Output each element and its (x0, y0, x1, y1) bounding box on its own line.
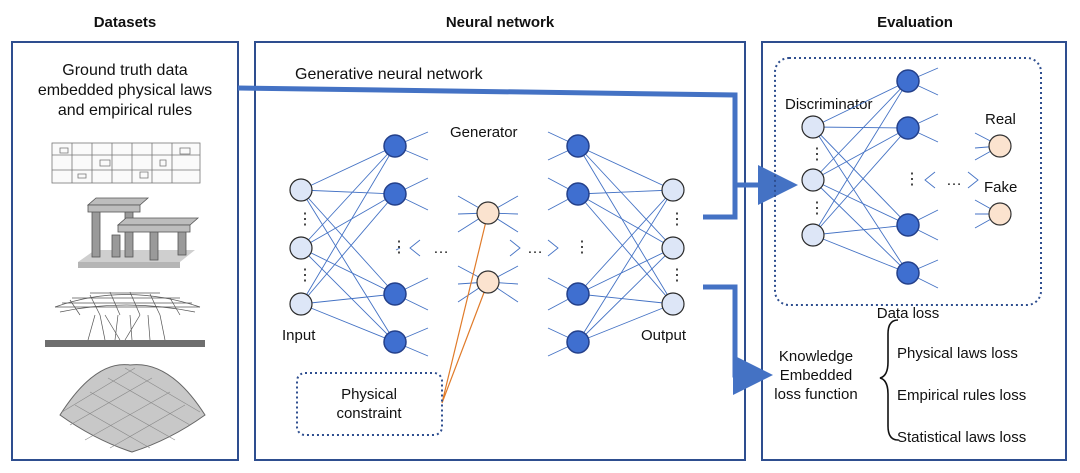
generator-nodes (289, 134, 685, 354)
disc-hidden-node (896, 213, 920, 237)
neural-network-header: Neural network (446, 14, 555, 31)
shell-structure-image (59, 364, 206, 453)
space-frame-image (45, 291, 205, 347)
data-loss-label: Data loss (877, 305, 940, 322)
datasets-panel (11, 41, 239, 461)
physical-laws-loss: Physical laws loss (897, 345, 1018, 362)
svg-text:⋮: ⋮ (809, 200, 825, 217)
output-to-loss-arrow (703, 284, 773, 395)
generator-edges (300, 131, 674, 357)
evaluation-header: Evaluation (877, 14, 953, 31)
disc-hidden-node (896, 261, 920, 285)
datasets-text-line2: embedded physical laws (38, 82, 212, 99)
svg-text:⋮: ⋮ (669, 211, 685, 228)
svg-text:⋮: ⋮ (809, 146, 825, 163)
gnn-label: Generative neural network (295, 66, 484, 83)
statistical-laws-loss: Statistical laws loss (897, 429, 1026, 446)
svg-text:⋮: ⋮ (391, 239, 407, 256)
hidden-node (383, 182, 407, 206)
fake-label: Fake (984, 179, 1017, 196)
disc-input-node (801, 115, 825, 139)
real-label: Real (985, 111, 1016, 128)
dataset-to-discriminator-arrow (237, 85, 738, 185)
svg-text:…: … (433, 240, 449, 257)
discriminator-edges (812, 67, 1001, 289)
disc-hidden-node (896, 69, 920, 93)
input-node (289, 292, 313, 316)
evaluation-panel (761, 41, 1067, 461)
disc-hidden-node (896, 116, 920, 140)
floor-plan-image (51, 142, 201, 184)
hidden-node (383, 282, 407, 306)
disc-input-node (801, 168, 825, 192)
knowledge-line2: Embedded (780, 367, 853, 384)
hidden-node (383, 330, 407, 354)
hidden-node (566, 182, 590, 206)
output-label: Output (641, 327, 687, 344)
discriminator-box (774, 57, 1042, 306)
real-node (988, 134, 1012, 158)
constraint-label-line1: Physical (341, 386, 397, 403)
output-node (661, 178, 685, 202)
datasets-header: Datasets (94, 14, 157, 31)
svg-text:⋮: ⋮ (297, 211, 313, 228)
constraint-label-line2: constraint (336, 405, 402, 422)
svg-text:…: … (946, 172, 962, 189)
empirical-rules-loss: Empirical rules loss (897, 387, 1026, 404)
neural-network-panel (254, 41, 746, 461)
constraint-links (441, 212, 489, 404)
datasets-text-line1: Ground truth data (62, 62, 188, 79)
svg-text:⋮: ⋮ (904, 171, 920, 188)
disc-ellipsis-marks: ⋮ ⋮ ⋮ … (809, 146, 962, 217)
hidden-node (566, 134, 590, 158)
ellipsis-marks: ⋮ ⋮ ⋮ … … ⋮ ⋮ ⋮ (297, 211, 685, 284)
output-to-discriminator-arrow (703, 165, 798, 220)
hidden-node (383, 134, 407, 158)
hidden-node (566, 282, 590, 306)
input-label: Input (282, 327, 316, 344)
disc-input-node (801, 223, 825, 247)
svg-text:⋮: ⋮ (669, 267, 685, 284)
latent-node (476, 201, 500, 225)
output-node (661, 292, 685, 316)
latent-node (476, 270, 500, 294)
svg-text:⋮: ⋮ (297, 267, 313, 284)
svg-text:…: … (527, 240, 543, 257)
frame-structure-image (78, 197, 200, 268)
generator-label: Generator (450, 124, 518, 141)
knowledge-line1: Knowledge (779, 348, 853, 365)
physical-constraint-box (296, 372, 443, 436)
input-node (289, 178, 313, 202)
discriminator-nodes (801, 69, 1012, 285)
fake-node (988, 202, 1012, 226)
svg-text:⋮: ⋮ (574, 239, 590, 256)
loss-brace (879, 319, 899, 441)
hidden-node (566, 330, 590, 354)
datasets-text-line3: and empirical rules (58, 102, 192, 119)
input-node (289, 236, 313, 260)
knowledge-line3: loss function (774, 386, 857, 403)
output-node (661, 236, 685, 260)
